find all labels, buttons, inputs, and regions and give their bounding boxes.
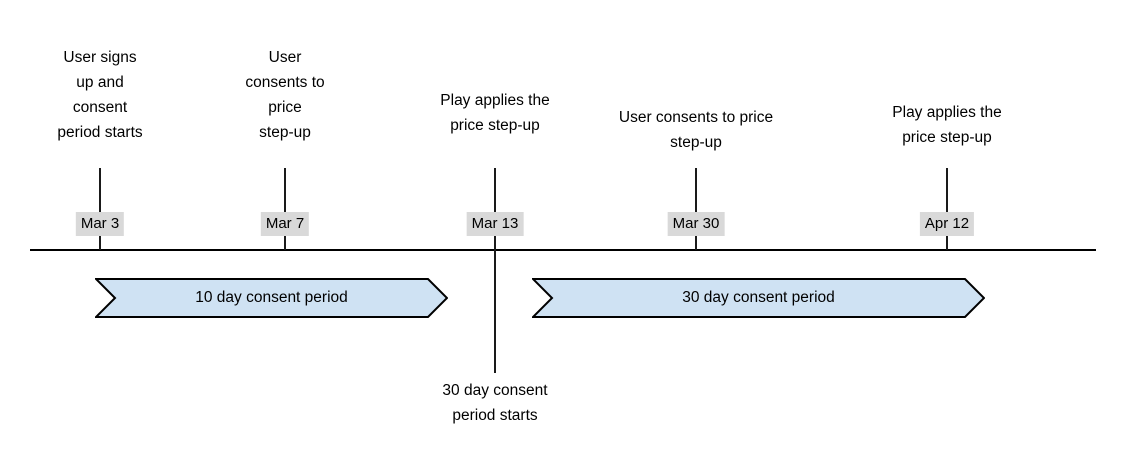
below-axis-tick <box>494 250 496 373</box>
event-caption: User consents to price step-up <box>245 49 325 141</box>
date-chip: Apr 12 <box>919 212 975 236</box>
event-tick <box>946 168 948 250</box>
date-chip: Mar 30 <box>667 212 725 236</box>
event-tick <box>494 168 496 250</box>
event-caption: User consents to price step-up <box>618 109 774 151</box>
consent-period-bar: 10 day consent period <box>95 278 448 318</box>
date-chip: Mar 13 <box>466 212 524 236</box>
event-tick <box>695 168 697 250</box>
date-chip: Mar 3 <box>75 212 125 236</box>
chevron-shape <box>95 278 448 318</box>
below-axis-caption: 30 day consent period starts <box>442 382 548 424</box>
chevron-shape <box>532 278 985 318</box>
event-caption: User signs up and consent period starts <box>57 49 143 141</box>
consent-period-bar: 30 day consent period <box>532 278 985 318</box>
date-chip: Mar 7 <box>260 212 310 236</box>
event-tick <box>284 168 286 250</box>
event-caption: Play applies the price step-up <box>892 104 1002 146</box>
timeline-axis <box>30 249 1096 251</box>
event-tick <box>99 168 101 250</box>
event-caption: Play applies the price step-up <box>440 92 550 134</box>
